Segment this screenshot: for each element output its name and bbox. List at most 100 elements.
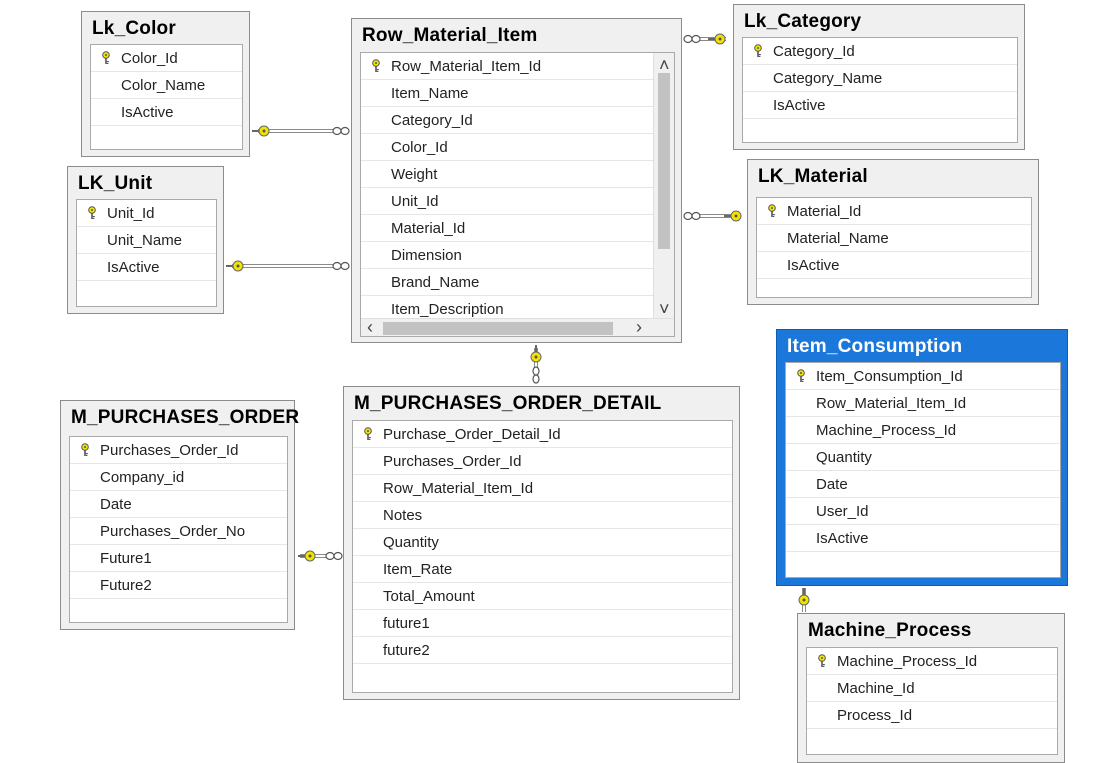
chevron-up-icon[interactable]: ˄ [659, 55, 670, 75]
column-row[interactable]: Unit_Name [77, 227, 216, 254]
column-row[interactable]: User_Id [786, 498, 1060, 525]
table-title[interactable]: M_PURCHASES_ORDER [71, 407, 300, 428]
column-row[interactable]: Item_Rate [353, 556, 732, 583]
column-name: User_Id [816, 502, 869, 520]
primary-key-icon [70, 443, 100, 457]
column-row[interactable]: Future2 [70, 572, 287, 599]
column-row[interactable]: Purchases_Order_Id [70, 437, 287, 464]
column-row[interactable]: Color_Id [91, 45, 242, 72]
column-row[interactable]: Weight [361, 161, 654, 188]
column-name: Color_Name [121, 76, 206, 94]
column-name: Process_Id [837, 706, 913, 724]
column-row[interactable]: Material_Id [361, 215, 654, 242]
column-row[interactable]: Row_Material_Item_Id [353, 475, 732, 502]
column-row[interactable]: Machine_Id [807, 675, 1057, 702]
one-end-key-icon [298, 550, 316, 562]
column-row[interactable]: Material_Name [757, 225, 1031, 252]
column-row[interactable]: IsActive [91, 99, 242, 126]
column-row[interactable]: Total_Amount [353, 583, 732, 610]
chevron-left-icon[interactable]: ‹ [367, 317, 373, 337]
table-m-purchases-order-detail[interactable]: M_PURCHASES_ORDER_DETAIL Purchase_Order_D… [343, 386, 740, 700]
column-row[interactable]: Unit_Id [361, 188, 654, 215]
table-title[interactable]: M_PURCHASES_ORDER_DETAIL [354, 393, 662, 414]
scroll-thumb[interactable] [383, 322, 613, 335]
column-row[interactable]: Dimension [361, 242, 654, 269]
column-name: Category_Id [773, 42, 855, 60]
column-row[interactable]: Item_Name [361, 80, 654, 107]
column-row[interactable]: future1 [353, 610, 732, 637]
chevron-down-icon[interactable]: ˅ [659, 299, 670, 319]
column-row[interactable]: IsActive [786, 525, 1060, 552]
column-row[interactable]: Machine_Process_Id [807, 648, 1057, 675]
column-row[interactable]: Date [786, 471, 1060, 498]
column-name: Material_Id [391, 219, 466, 237]
column-row[interactable]: Item_Consumption_Id [786, 363, 1060, 390]
column-row[interactable]: IsActive [757, 252, 1031, 279]
column-name: Item_Description [391, 300, 504, 318]
table-title[interactable]: Machine_Process [808, 620, 972, 641]
table-title[interactable]: Item_Consumption [787, 336, 963, 357]
column-name: Row_Material_Item_Id [383, 479, 534, 497]
column-row[interactable]: Purchases_Order_No [70, 518, 287, 545]
column-name: Brand_Name [391, 273, 480, 291]
column-row[interactable]: Unit_Id [77, 200, 216, 227]
column-name: Row_Material_Item_Id [391, 57, 542, 75]
primary-key-icon [757, 204, 787, 218]
column-name: Purchases_Order_Id [383, 452, 522, 470]
column-row[interactable]: Date [70, 491, 287, 518]
horizontal-scrollbar[interactable]: ‹› [361, 317, 674, 337]
column-name: Date [100, 495, 132, 513]
column-row[interactable]: IsActive [743, 92, 1017, 119]
column-row[interactable]: Category_Id [743, 38, 1017, 65]
column-row[interactable]: Category_Name [743, 65, 1017, 92]
table-title[interactable]: LK_Material [758, 166, 868, 187]
table-title[interactable]: Row_Material_Item [362, 25, 538, 46]
vertical-scrollbar[interactable]: ˄˅ [653, 53, 674, 318]
column-name: Machine_Process_Id [816, 421, 957, 439]
table-title[interactable]: LK_Unit [78, 173, 153, 194]
column-name: Future1 [100, 549, 152, 567]
scroll-thumb[interactable] [658, 73, 670, 249]
many-end-infinity-icon [683, 211, 701, 221]
column-row[interactable]: Process_Id [807, 702, 1057, 729]
column-row[interactable]: IsActive [77, 254, 216, 281]
column-row[interactable]: Future1 [70, 545, 287, 572]
column-row[interactable]: Company_id [70, 464, 287, 491]
column-row[interactable]: Purchase_Order_Detail_Id [353, 421, 732, 448]
table-title[interactable]: Lk_Category [744, 11, 862, 32]
column-row[interactable]: Notes [353, 502, 732, 529]
table-title[interactable]: Lk_Color [92, 18, 176, 39]
column-row[interactable]: Machine_Process_Id [786, 417, 1060, 444]
chevron-right-icon[interactable]: › [636, 317, 642, 337]
column-row[interactable]: Brand_Name [361, 269, 654, 296]
column-row[interactable]: Quantity [786, 444, 1060, 471]
column-row[interactable]: Color_Id [361, 134, 654, 161]
column-row[interactable]: future2 [353, 637, 732, 664]
column-name: Dimension [391, 246, 462, 264]
column-row[interactable]: Purchases_Order_Id [353, 448, 732, 475]
column-row[interactable]: Quantity [353, 529, 732, 556]
column-row[interactable]: Row_Material_Item_Id [786, 390, 1060, 417]
column-row[interactable]: Category_Id [361, 107, 654, 134]
column-row[interactable]: Row_Material_Item_Id [361, 53, 654, 80]
column-row[interactable]: Color_Name [91, 72, 242, 99]
column-row[interactable]: Material_Id [757, 198, 1031, 225]
